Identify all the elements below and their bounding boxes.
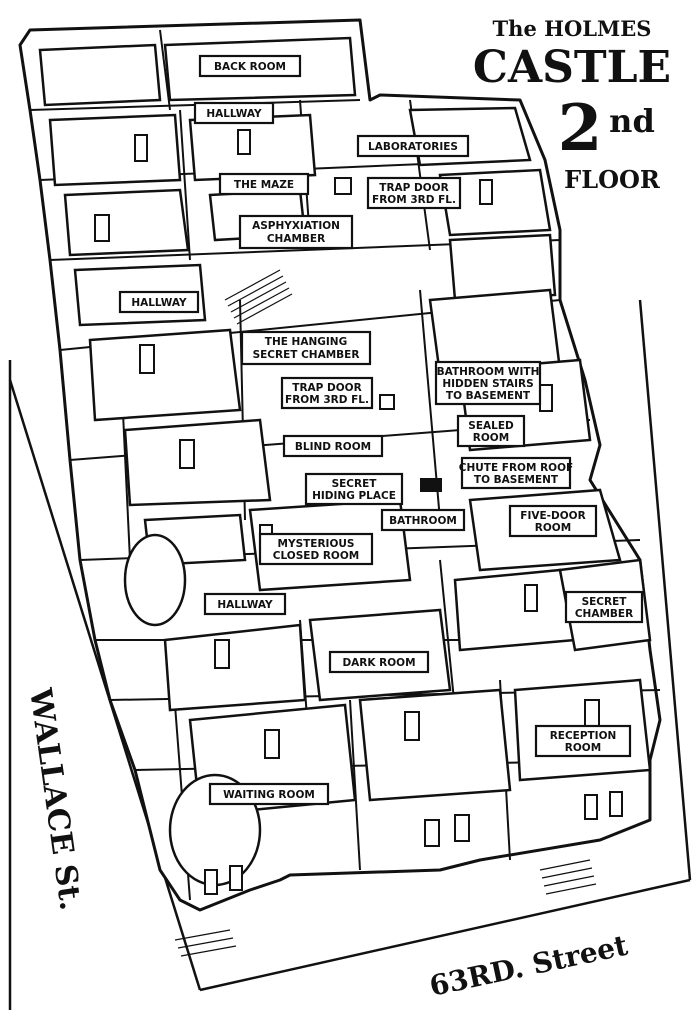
svg-text:HALLWAY: HALLWAY: [217, 599, 273, 611]
title-floor-number: 2: [558, 91, 603, 166]
svg-text:TO BASEMENT: TO BASEMENT: [446, 390, 531, 402]
svg-text:ROOM: ROOM: [535, 522, 571, 534]
svg-text:TO BASEMENT: TO BASEMENT: [474, 474, 559, 486]
title-line-1: The HOLMES: [493, 16, 652, 41]
label-waiting-room: WAITING ROOM: [208, 782, 330, 806]
svg-text:CHAMBER: CHAMBER: [267, 233, 325, 245]
label-five-door-room: FIVE-DOOR ROOM: [508, 504, 598, 538]
title-block: The HOLMES CASTLE 2 nd FLOOR: [473, 16, 671, 194]
front-street-label: 63RD. Street: [427, 929, 631, 1003]
svg-text:DARK ROOM: DARK ROOM: [342, 657, 415, 669]
svg-text:ASPHYXIATION: ASPHYXIATION: [252, 220, 340, 232]
label-hallway-mid: HALLWAY: [118, 290, 200, 314]
svg-text:BATHROOM WITH: BATHROOM WITH: [437, 366, 540, 378]
svg-text:LABORATORIES: LABORATORIES: [368, 141, 458, 153]
svg-text:HALLWAY: HALLWAY: [206, 108, 262, 120]
label-sealed-room: SEALED ROOM: [456, 414, 526, 448]
svg-text:SEALED: SEALED: [468, 420, 514, 432]
street-boundaries: [8, 299, 692, 1010]
svg-text:HIDDEN STAIRS: HIDDEN STAIRS: [442, 378, 533, 390]
svg-text:CHAMBER: CHAMBER: [575, 608, 633, 620]
label-hallway-top: HALLWAY: [193, 101, 275, 125]
side-street-label: WALLACE St.: [22, 685, 88, 912]
svg-text:RECEPTION: RECEPTION: [550, 730, 617, 742]
label-trap-door-2: TRAP DOOR FROM 3RD FL.: [280, 376, 374, 410]
label-trap-door-1: TRAP DOOR FROM 3RD FL.: [366, 176, 462, 210]
label-secret-chamber: SECRET CHAMBER: [564, 590, 644, 624]
title-line-4: FLOOR: [564, 165, 661, 194]
svg-text:ROOM: ROOM: [565, 742, 601, 754]
label-the-maze: THE MAZE: [218, 172, 310, 196]
svg-text:FROM 3RD FL.: FROM 3RD FL.: [372, 194, 456, 206]
svg-text:CLOSED ROOM: CLOSED ROOM: [273, 550, 359, 562]
svg-text:BLIND ROOM: BLIND ROOM: [295, 441, 371, 453]
svg-text:BATHROOM: BATHROOM: [389, 515, 457, 527]
label-back-room: BACK ROOM: [198, 54, 302, 78]
label-chute: CHUTE FROM ROOF TO BASEMENT: [459, 456, 573, 490]
label-asphyxiation-chamber: ASPHYXIATION CHAMBER: [238, 214, 354, 250]
label-hanging-secret-chamber: THE HANGING SECRET CHAMBER: [240, 330, 372, 366]
svg-text:SECRET CHAMBER: SECRET CHAMBER: [253, 349, 360, 361]
svg-text:THE MAZE: THE MAZE: [234, 179, 294, 191]
stairs: [174, 269, 597, 957]
label-bathroom: BATHROOM: [380, 508, 466, 532]
title-line-2: CASTLE: [473, 42, 671, 93]
svg-text:HALLWAY: HALLWAY: [131, 297, 187, 309]
label-bathroom-hidden-stairs: BATHROOM WITH HIDDEN STAIRS TO BASEMENT: [434, 360, 542, 406]
svg-text:WAITING ROOM: WAITING ROOM: [223, 789, 315, 801]
label-hallway-low: HALLWAY: [203, 592, 287, 616]
svg-text:CHUTE FROM ROOF: CHUTE FROM ROOF: [459, 462, 573, 474]
label-mysterious-closed-room: MYSTERIOUS CLOSED ROOM: [258, 532, 374, 566]
svg-text:SECRET: SECRET: [582, 596, 628, 608]
svg-text:THE HANGING: THE HANGING: [265, 336, 347, 348]
svg-text:FROM 3RD FL.: FROM 3RD FL.: [285, 394, 369, 406]
room-labels: BACK ROOM HALLWAY LABORATORIES THE MAZE …: [118, 54, 644, 806]
svg-text:ROOM: ROOM: [473, 432, 509, 444]
label-reception-room: RECEPTION ROOM: [534, 724, 632, 758]
label-laboratories: LABORATORIES: [356, 134, 470, 158]
svg-text:FIVE-DOOR: FIVE-DOOR: [520, 510, 585, 522]
label-secret-hiding-place: SECRET HIDING PLACE: [304, 472, 404, 506]
svg-text:HIDING PLACE: HIDING PLACE: [312, 490, 396, 502]
svg-text:SECRET: SECRET: [332, 478, 378, 490]
label-dark-room: DARK ROOM: [328, 650, 430, 674]
title-floor-suffix: nd: [609, 102, 655, 140]
label-blind-room: BLIND ROOM: [282, 434, 384, 458]
svg-text:TRAP DOOR: TRAP DOOR: [379, 182, 448, 194]
svg-text:TRAP DOOR: TRAP DOOR: [292, 382, 361, 394]
svg-text:MYSTERIOUS: MYSTERIOUS: [278, 538, 355, 550]
svg-text:BACK ROOM: BACK ROOM: [214, 61, 286, 73]
